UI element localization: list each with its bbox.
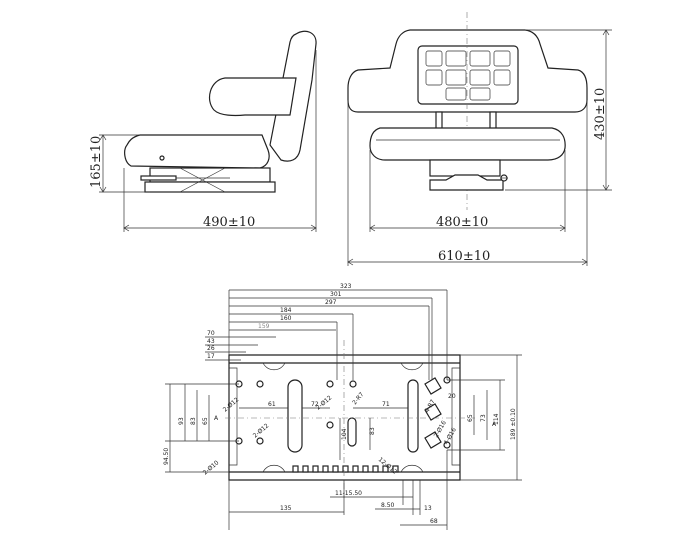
dim-297: 297 xyxy=(325,299,337,306)
dim-65-right: 65 xyxy=(467,414,474,422)
dim-65-left: 65 xyxy=(202,417,209,425)
seat-width-dimension: 480±10 xyxy=(436,215,488,230)
dim-323: 323 xyxy=(340,283,352,290)
front-view: 430±10 480±10 610±10 xyxy=(347,12,612,266)
overall-width-dimension: 610±10 xyxy=(438,249,490,264)
dim-160: 160 xyxy=(280,315,292,322)
dim-72: 72 xyxy=(311,401,319,408)
dim-301: 301 xyxy=(330,291,342,298)
dim-8-50: 8.50 xyxy=(381,502,395,509)
dim-20: 20 xyxy=(448,393,456,400)
front-height-dimension: 430±10 xyxy=(593,88,608,140)
dim-135: 135 xyxy=(280,505,292,512)
dim-94-50: 94.50 xyxy=(163,448,170,465)
label-a-right: A xyxy=(492,421,497,428)
base-plate-drawing: 323 301 297 184 160 159 70 43 26 17 94.5… xyxy=(163,283,522,530)
dim-70: 70 xyxy=(207,330,215,337)
dim-26: 26 xyxy=(207,345,215,352)
label-2-d10: 2-Ø10 xyxy=(202,459,221,476)
dim-83-inner: 83 xyxy=(369,427,376,435)
side-depth-dimension: 490±10 xyxy=(203,215,255,230)
label-a-left: A xyxy=(214,415,219,422)
dim-184: 184 xyxy=(280,307,292,314)
dim-93: 93 xyxy=(178,417,185,425)
dim-13: 13 xyxy=(424,505,432,512)
dim-189: 189 ±0.10 xyxy=(510,408,517,440)
dim-104: 104 xyxy=(341,428,348,440)
dim-43: 43 xyxy=(207,338,215,345)
dim-68: 68 xyxy=(430,518,438,525)
dim-114: 114 xyxy=(493,413,500,425)
side-view: 165±10 490±10 xyxy=(89,30,317,232)
dim-11-15-50: 11-15.50 xyxy=(335,490,362,497)
side-height-dimension: 165±10 xyxy=(89,136,104,188)
dim-73: 73 xyxy=(480,414,487,422)
dim-17: 17 xyxy=(207,353,215,360)
dim-159: 159 xyxy=(258,323,270,330)
dim-61: 61 xyxy=(268,401,276,408)
dim-71: 71 xyxy=(382,401,390,408)
dim-83: 83 xyxy=(190,417,197,425)
